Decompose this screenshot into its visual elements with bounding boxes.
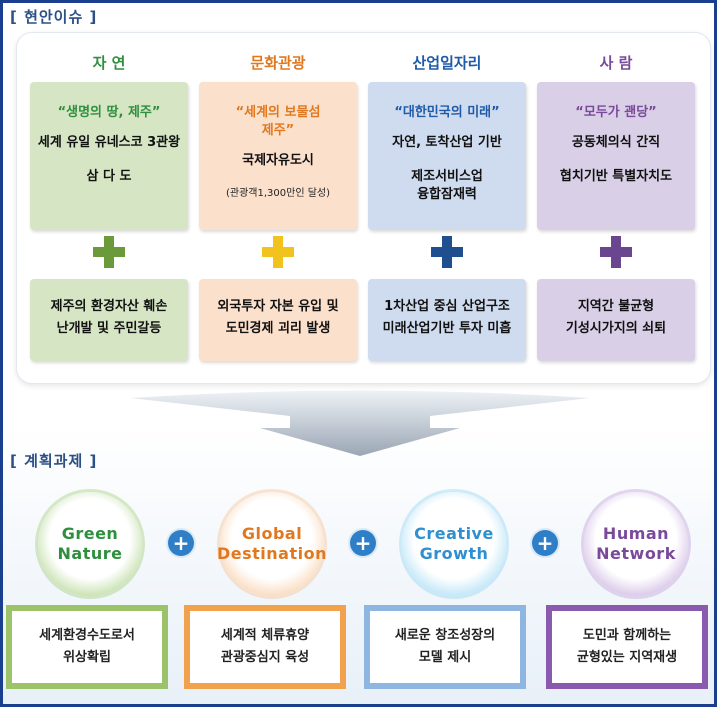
task-box-global-destination: 세계적 체류휴양 관광중심지 육성 [184, 605, 346, 689]
section-plan-tasks-label: [ 계획과제 ] [10, 452, 98, 470]
down-arrow [130, 390, 590, 456]
strength-line: 삼 다 도 [86, 169, 132, 184]
strength-line: 세계 유일 유네스코 3관왕 [37, 135, 181, 150]
plus-icon: + [532, 530, 558, 556]
section-current-issues-label: [ 현안이슈 ] [10, 8, 98, 26]
slogan-text: “세계의 보물섬 제주” [235, 105, 321, 138]
task-text: 세계환경수도로서 위상확립 [12, 611, 162, 683]
task-text: 도민과 함께하는 균형있는 지역재생 [552, 611, 702, 683]
column-title-culture-tourism: 문화관광 [250, 54, 306, 72]
goal-circle-creative-growth: Creative Growth [402, 492, 506, 596]
task-text: 새로운 창조성장의 모델 제시 [370, 611, 520, 683]
plus-icon [93, 236, 125, 268]
plus-icon: + [168, 530, 194, 556]
column-title-industry-jobs: 산업일자리 [412, 54, 482, 72]
column-title-nature: 자 연 [92, 54, 126, 72]
slogan-text: “생명의 땅, 제주” [57, 105, 161, 120]
plus-icon [600, 236, 632, 268]
goal-circle-green-nature: Green Nature [38, 492, 142, 596]
column-title-people: 사 람 [599, 54, 633, 72]
goal-name: Global Destination [217, 524, 327, 563]
task-box-green-nature: 세계환경수도로서 위상확립 [6, 605, 168, 689]
strength-line: 공동체의식 간직 [571, 135, 661, 150]
issue-card-nature: 제주의 환경자산 훼손 난개발 및 주민갈등 [30, 279, 188, 361]
issue-text: 지역간 불균형 기성시가지의 쇠퇴 [565, 299, 667, 336]
issue-card-people: 지역간 불균형 기성시가지의 쇠퇴 [537, 279, 695, 361]
goal-name: Human Network [596, 524, 676, 563]
plus-icon [431, 236, 463, 268]
issue-text: 1차산업 중심 산업구조 미래산업기반 투자 미흡 [382, 299, 512, 336]
task-box-creative-growth: 새로운 창조성장의 모델 제시 [364, 605, 526, 689]
strength-line: 협치기반 특별자치도 [559, 169, 673, 184]
goal-name: Creative Growth [414, 524, 494, 563]
strength-line: 자연, 토착산업 기반 [392, 135, 502, 150]
issue-card-industry-jobs: 1차산업 중심 산업구조 미래산업기반 투자 미흡 [368, 279, 526, 361]
goal-circle-global-destination: Global Destination [217, 492, 327, 596]
issue-card-culture-tourism: 외국투자 자본 유입 및 도민경제 괴리 발생 [199, 279, 357, 361]
slogan-text: “대한민국의 미래” [394, 105, 500, 120]
issue-text: 외국투자 자본 유입 및 도민경제 괴리 발생 [217, 299, 339, 336]
goal-name: Green Nature [57, 524, 123, 563]
task-text: 세계적 체류휴양 관광중심지 육성 [190, 611, 340, 683]
strength-line: 국제자유도시 [242, 153, 314, 168]
issue-text: 제주의 환경자산 훼손 난개발 및 주민갈등 [50, 299, 168, 336]
strength-line: 제조서비스업 융합잠재력 [411, 169, 483, 202]
strength-note: (관광객1,300만인 달성) [225, 188, 330, 199]
plus-icon [262, 236, 294, 268]
slogan-text: “모두가 괜당” [575, 105, 657, 120]
goal-circle-human-network: Human Network [584, 492, 688, 596]
task-box-human-network: 도민과 함께하는 균형있는 지역재생 [546, 605, 708, 689]
plus-icon: + [350, 530, 376, 556]
strength-card-culture-tourism: “세계의 보물섬 제주” 국제자유도시 (관광객1,300만인 달성) [199, 82, 357, 230]
